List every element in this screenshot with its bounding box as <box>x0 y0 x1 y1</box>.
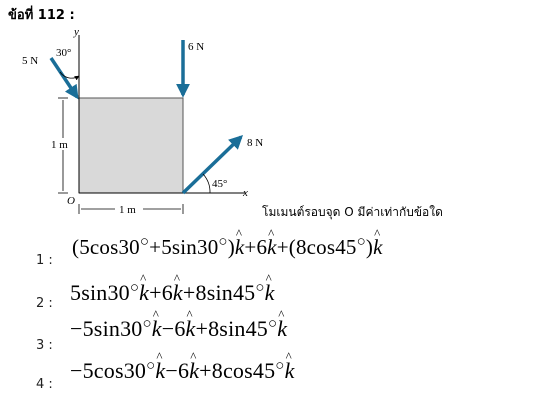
choice-2-number: 2 : <box>36 296 53 311</box>
force-8n-arrow <box>181 135 244 195</box>
force-5n-arrow <box>49 57 79 100</box>
origin-label: O <box>67 195 75 207</box>
choice-4-number: 4 : <box>36 377 53 392</box>
x-axis-label: x <box>242 187 248 199</box>
y-axis-label: y <box>73 26 79 38</box>
choice-2-equation[interactable]: 5sin30○k+6k+8sin45○k <box>70 271 275 306</box>
choice-3-number: 3 : <box>36 338 53 353</box>
force-5n-label: 5 N <box>22 55 38 67</box>
angle-45-arc <box>202 173 211 194</box>
force-diagram: y x O 1 m 1 m 5 N 30° 6 N 8 N 45° <box>22 26 263 216</box>
angle-30-arc <box>59 71 80 81</box>
dim-vertical-label: 1 m <box>51 139 68 151</box>
question-text: โมเมนต์รอบจุด O มีค่าเท่ากับข้อใด <box>262 205 443 219</box>
angle-30-label: 30° <box>56 47 71 59</box>
force-6n-label: 6 N <box>188 41 204 53</box>
choice-1-number: 1 : <box>36 253 53 268</box>
dim-horizontal-label: 1 m <box>119 204 136 216</box>
angle-45-label: 45° <box>212 178 227 190</box>
question-number: ข้อที่ 112 : <box>8 8 75 23</box>
choice-4-equation[interactable]: −5cos30○k−6k+8cos45○k <box>70 349 295 384</box>
choice-1-equation[interactable]: (5cos30○+5sin30○)k+6k+(8cos45○)k <box>72 226 383 260</box>
choice-3-equation[interactable]: −5sin30○k−6k+8sin45○k <box>70 307 287 342</box>
force-8n-label: 8 N <box>247 137 263 149</box>
plate <box>78 97 184 194</box>
